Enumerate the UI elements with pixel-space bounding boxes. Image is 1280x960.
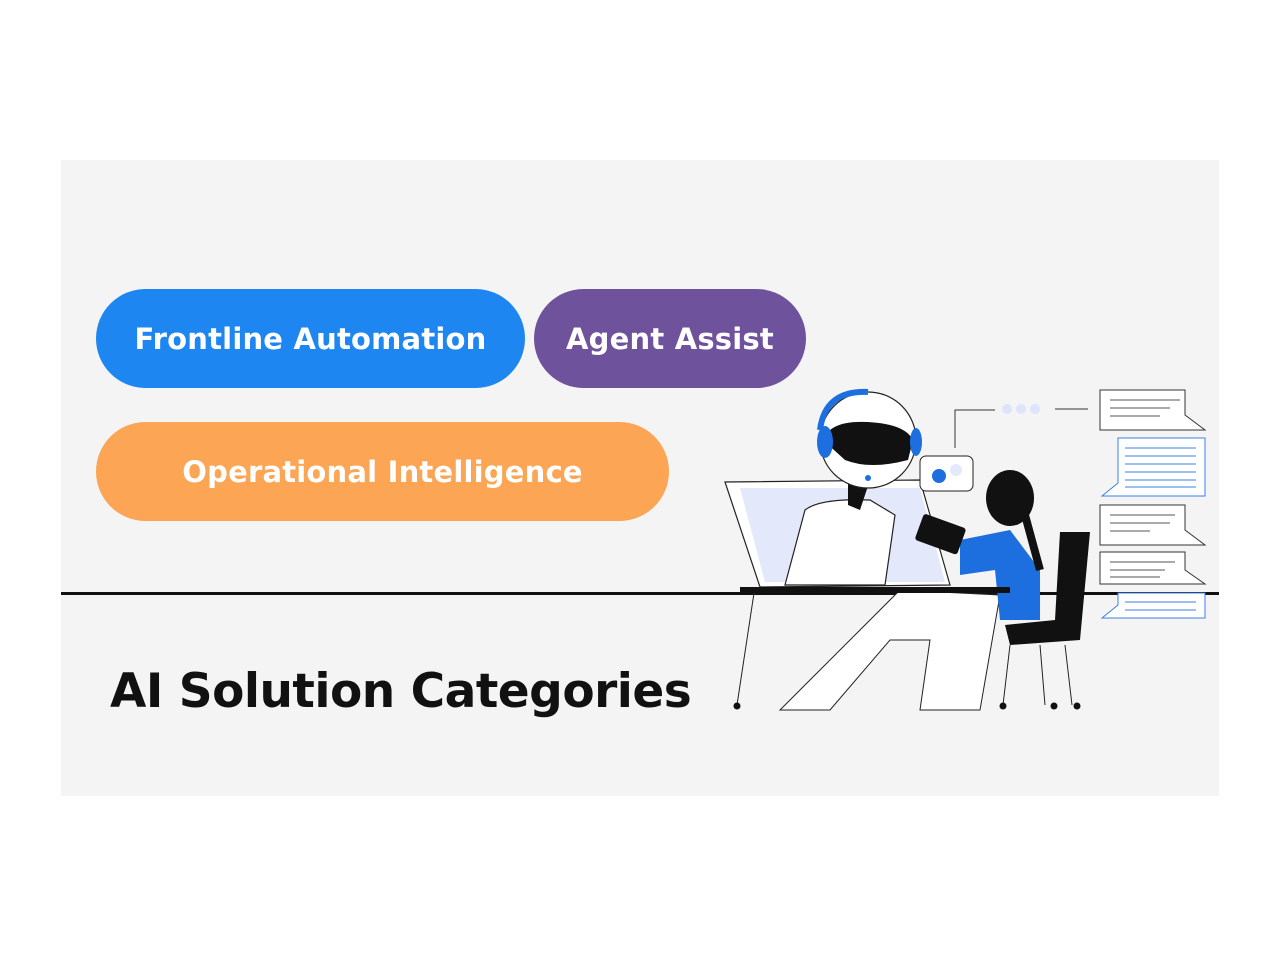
chat-bubble-gear-icon (919, 404, 1088, 492)
page-title: AI Solution Categories (110, 664, 692, 719)
robot-icon (784, 388, 922, 586)
category-pill-operational-intelligence: Operational Intelligence (96, 422, 669, 521)
divider-line (61, 592, 1219, 595)
category-pill-agent-assist: Agent Assist (534, 289, 806, 388)
robot-agent-illustration (724, 388, 1207, 711)
chat-message-list (1099, 389, 1207, 619)
desk-icon (733, 587, 1010, 710)
category-pill-frontline-automation: Frontline Automation (96, 289, 525, 388)
person-icon (778, 470, 1090, 711)
